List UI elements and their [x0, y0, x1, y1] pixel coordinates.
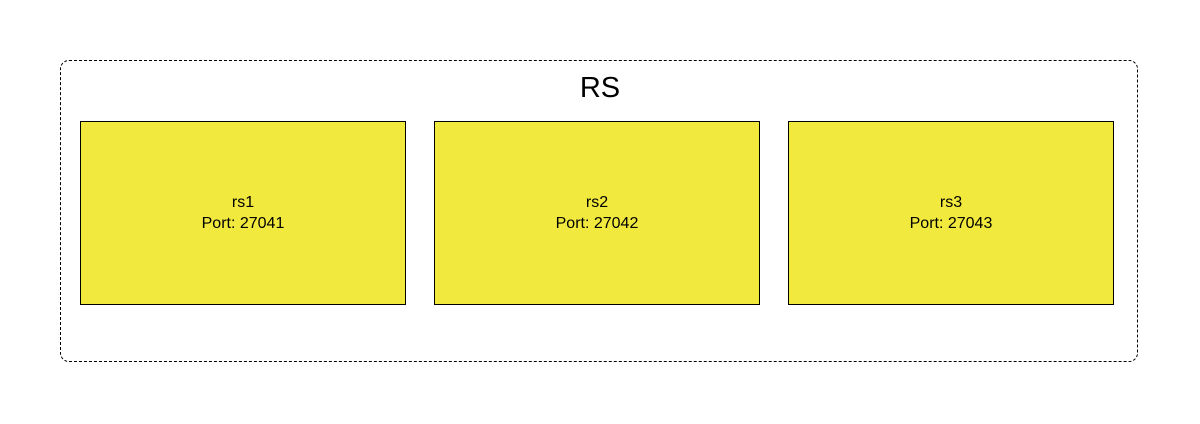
rs1-node: rs1 Port: 27041	[80, 121, 406, 305]
rs2-name: rs2	[585, 194, 609, 211]
rs3-port: Port: 27043	[909, 215, 993, 232]
rs2-node: rs2 Port: 27042	[434, 121, 760, 305]
replica-set-title: RS	[579, 72, 621, 104]
rs1-port: Port: 27041	[201, 215, 285, 232]
rs3-name: rs3	[939, 194, 963, 211]
rs1-name: rs1	[231, 194, 255, 211]
rs2-port: Port: 27042	[555, 215, 639, 232]
rs3-node: rs3 Port: 27043	[788, 121, 1114, 305]
replica-set-group	[60, 60, 1138, 362]
